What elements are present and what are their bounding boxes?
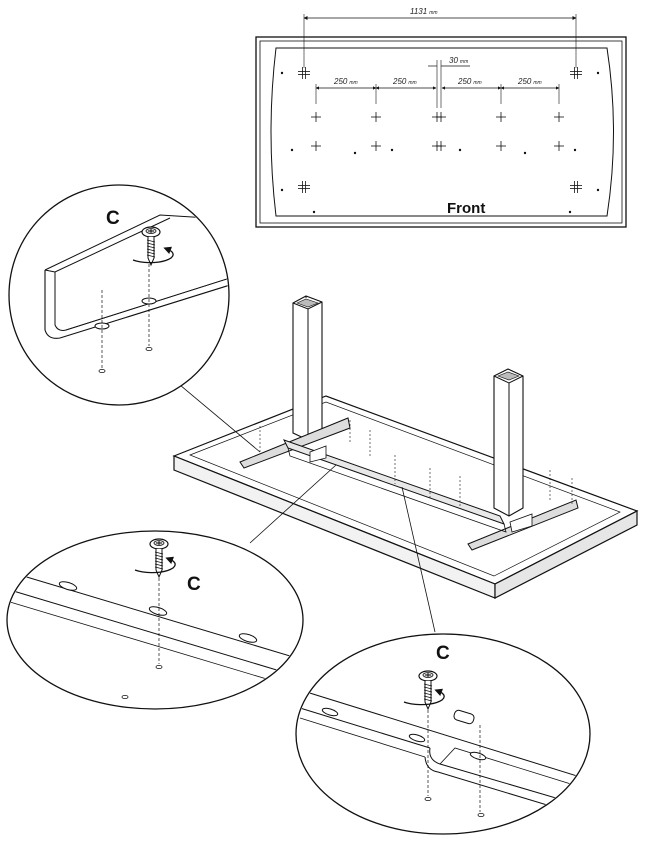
callout-label-top-left: C	[106, 208, 120, 229]
top-view-frame-outer	[255, 36, 627, 228]
detail-callout-bottom-right: C	[295, 633, 591, 835]
top-view-hole-markers	[280, 67, 600, 214]
top-view-frame-inner	[259, 40, 623, 224]
leader-bottom-right	[401, 486, 436, 633]
callout-label-bottom-left: C	[187, 574, 201, 595]
tabletop-side-edge	[494, 510, 638, 599]
leader-bottom-left	[249, 464, 337, 544]
left-leg-column	[292, 295, 323, 441]
front-label: Front	[447, 200, 485, 217]
desk-isometric-view	[172, 295, 639, 633]
callout-label-bottom-right: C	[436, 643, 450, 664]
leader-top-left	[173, 379, 261, 453]
detail-callout-top-left: C	[8, 184, 230, 406]
tabletop-outline	[270, 47, 614, 217]
right-leg-column	[493, 368, 524, 517]
detail-callout-bottom-left: C	[6, 530, 304, 710]
